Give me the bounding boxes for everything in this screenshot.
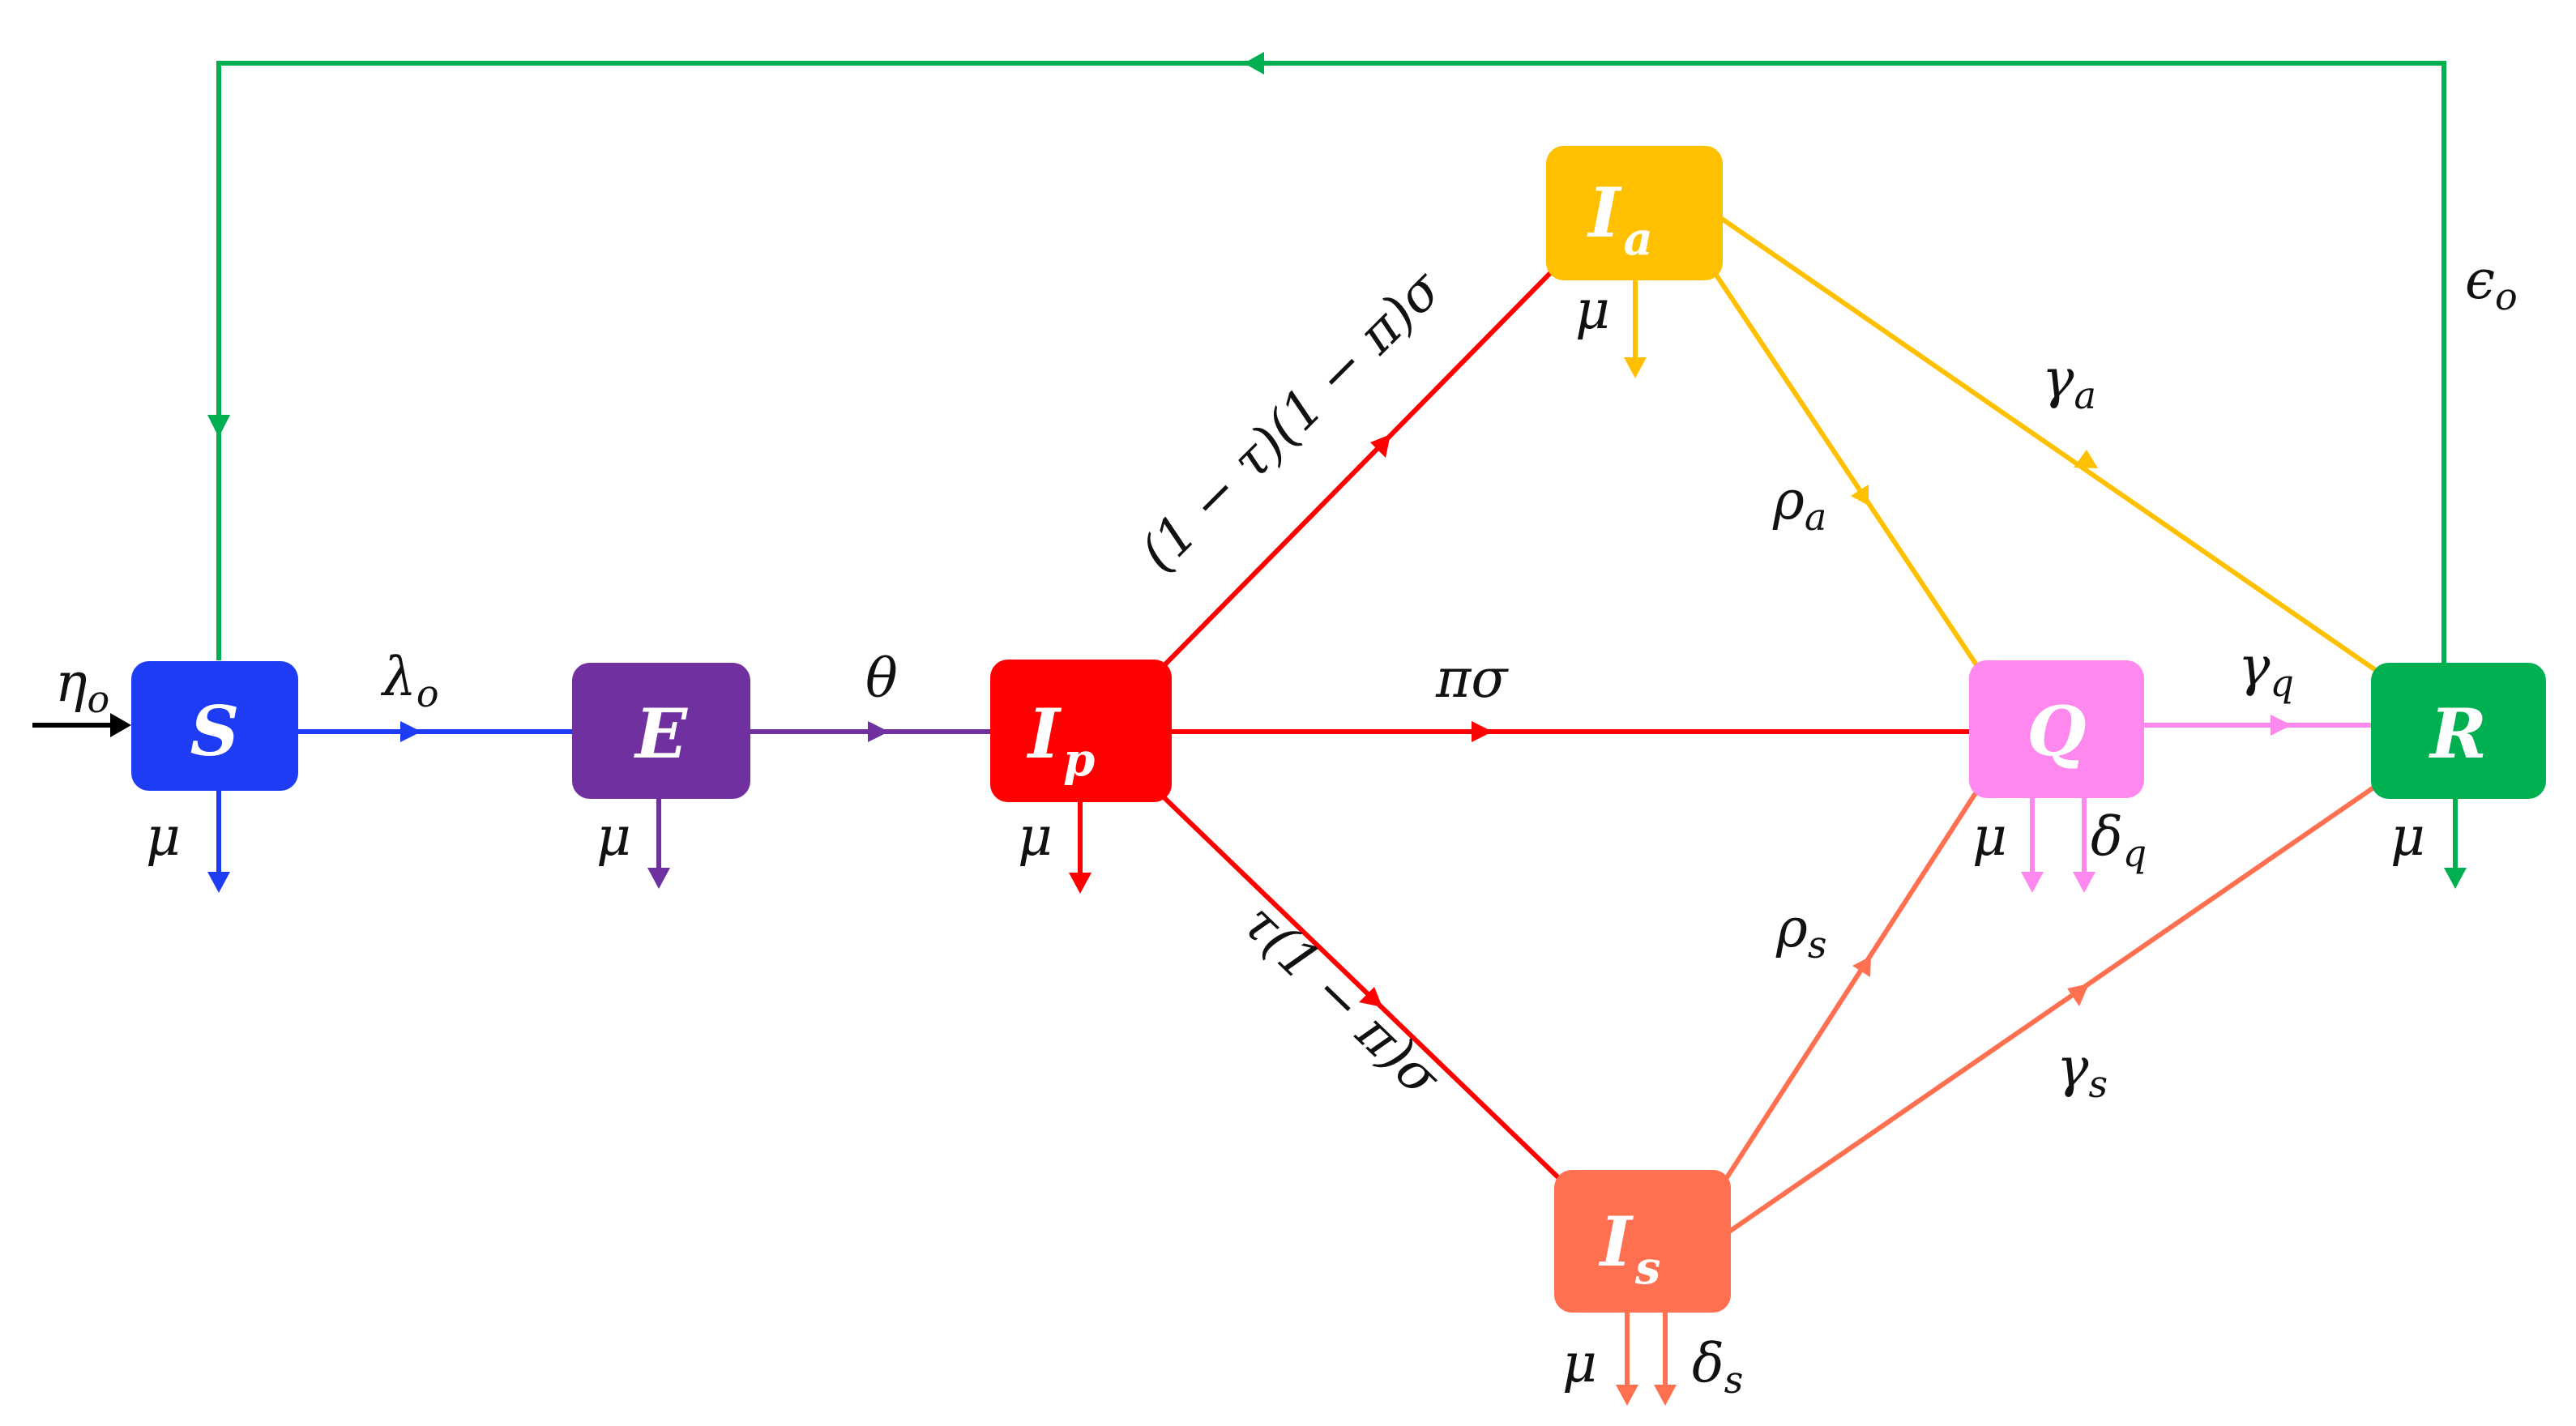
node-ip: Ip: [990, 660, 1172, 802]
node-is-sub: s: [1634, 1241, 1661, 1295]
edge-e-to-ip: [750, 721, 990, 742]
label-mu-ia: μ: [1575, 279, 1610, 341]
outflow-ia: [1624, 280, 1647, 378]
label-mu-q: μ: [1972, 805, 2007, 868]
node-r: R: [2371, 663, 2546, 799]
edge-ip-to-q: [1172, 721, 1969, 742]
label-theta: θ: [865, 647, 898, 710]
label-mu-is: μ: [1562, 1332, 1597, 1394]
node-q-label: Q: [2027, 691, 2086, 771]
outflow-s: [207, 786, 230, 893]
node-is: Is: [1554, 1170, 1731, 1313]
node-s-box: [131, 661, 298, 791]
label-pi-sigma: πσ: [1435, 647, 1509, 710]
node-ia-label: I: [1587, 173, 1622, 253]
edge-inflow: [32, 713, 131, 737]
node-ip-box: [990, 660, 1172, 802]
outflow-q-mu: [2021, 798, 2044, 893]
label-mu-ip: μ: [1018, 805, 1053, 868]
outflow-ip: [1069, 798, 1091, 894]
node-ia-sub: a: [1624, 212, 1653, 266]
outflow-q-delta: [2073, 798, 2095, 893]
node-e-label: E: [634, 694, 688, 774]
label-gamma-a: γa: [2042, 348, 2096, 417]
label-ip-to-is: τ(1 − π)σ: [1231, 893, 1452, 1109]
node-is-box: [1554, 1170, 1731, 1313]
edge-ia-to-q: [1711, 270, 1980, 668]
label-inflow-eta: ηo: [55, 651, 109, 721]
label-rho-s: ρs: [1775, 897, 1826, 967]
node-r-box: [2371, 663, 2546, 799]
outflow-r: [2444, 798, 2467, 889]
edge-is-to-r: [1728, 782, 2380, 1234]
node-r-label: R: [2429, 694, 2487, 774]
edge-is-to-q: [1724, 783, 1984, 1181]
outflow-is-delta: [1654, 1313, 1677, 1406]
node-ia: Ia: [1546, 146, 1723, 280]
node-ia-box: [1546, 146, 1723, 280]
label-epsilon: ϵo: [2465, 249, 2518, 318]
node-q-box: [1969, 660, 2144, 798]
svg-text:R: R: [2429, 694, 2487, 774]
node-e: E: [572, 663, 750, 799]
label-mu-r: μ: [2390, 805, 2425, 868]
label-rho-a: ρa: [1772, 469, 1826, 539]
svg-text:Q: Q: [2027, 691, 2086, 771]
label-delta-q: δq: [2091, 805, 2147, 875]
node-q: Q: [1969, 660, 2144, 798]
node-is-label: I: [1599, 1202, 1634, 1282]
edge-ip-to-ia: [1158, 265, 1558, 672]
svg-text:Ia: Ia: [1587, 173, 1653, 266]
svg-text:E: E: [634, 694, 688, 774]
node-e-box: [572, 663, 750, 799]
edge-ia-to-r: [1718, 215, 2381, 675]
edge-ip-to-is: [1158, 792, 1566, 1185]
node-s: S: [131, 661, 298, 791]
label-lambda: λo: [380, 646, 439, 715]
edge-r-to-s-loop: [207, 52, 2446, 664]
label-delta-s: δs: [1692, 1332, 1743, 1402]
node-ip-sub: p: [1063, 733, 1095, 787]
outflow-e: [647, 798, 670, 889]
label-gamma-s: γs: [2057, 1036, 2108, 1106]
edge-s-to-e: [298, 721, 572, 742]
edge-q-to-r: [2144, 715, 2373, 736]
svg-text:Ip: Ip: [1027, 694, 1095, 787]
svg-text:S: S: [190, 691, 240, 771]
outflow-is-mu: [1616, 1313, 1638, 1406]
node-s-label: S: [190, 691, 240, 771]
node-ip-label: I: [1027, 694, 1062, 774]
svg-text:Is: Is: [1599, 1202, 1661, 1295]
label-mu-e: μ: [596, 805, 631, 868]
label-gamma-q: γq: [2238, 635, 2294, 705]
label-mu-s: μ: [146, 805, 181, 868]
